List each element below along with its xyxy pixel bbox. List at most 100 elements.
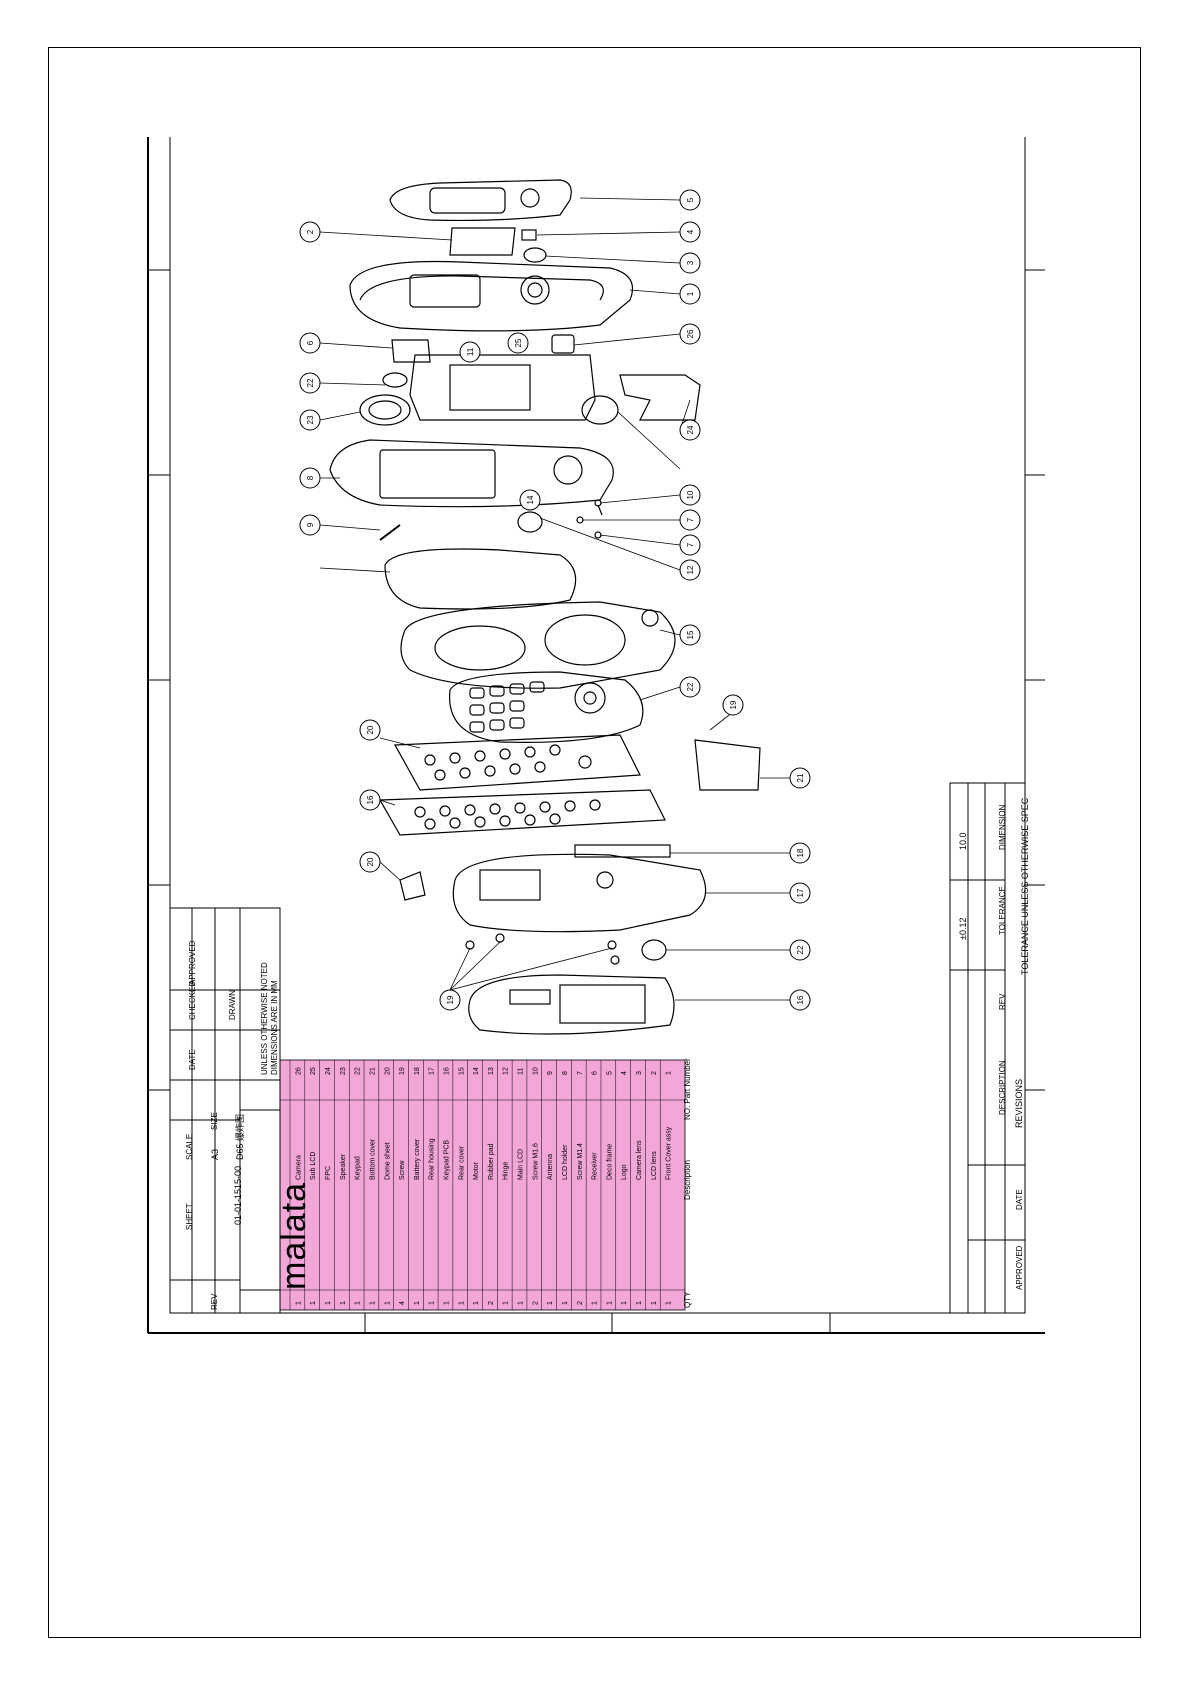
part-screw-10 [597,504,603,516]
part-dome-sheet [394,734,641,791]
part-bottom-cover [694,739,761,791]
callout-label: 5 [686,197,695,202]
company-logo: malata [275,1181,313,1290]
callout-label: 22 [686,682,695,691]
part-camera [551,334,575,354]
bom-row-no: 15 [458,1067,465,1075]
callout-18: 18 [789,842,811,864]
callout-label: 8 [306,475,315,480]
callout-2: 2 [299,221,321,243]
callout-1: 1 [679,283,701,305]
bom-title: NO. Part Number [683,1058,692,1120]
callout-label: 15 [686,630,695,639]
bom-row-desc: Dome sheet [384,1142,391,1180]
part-deco-window [429,187,506,214]
drawing-number: 01-01-1515-00 [233,1165,243,1225]
callout-19: 19 [722,694,744,716]
bom-row-desc: Rear cover [458,1145,465,1180]
callout-label: 17 [796,888,805,897]
part-receiver [391,339,431,363]
bom-row-desc: Motor [473,1161,480,1180]
callout-label: 12 [686,565,695,574]
bom-row-qty: 1 [325,1301,332,1305]
callout-15: 15 [679,624,701,646]
tolerance-dim-value: 10.0 [958,832,968,850]
callout-label: 19 [729,700,738,709]
callout-19: 19 [439,989,461,1011]
tolerance-header-dim: DIMENSION [998,804,1007,850]
bom-row-desc: Sub LCD [310,1152,317,1180]
callout-label: 25 [514,338,523,347]
bom-row-desc: FPC [325,1166,332,1180]
callout-11: 11 [459,341,481,363]
bom-row-qty: 1 [636,1301,643,1305]
callout-14: 14 [519,489,541,511]
bom-row-desc: Rubber pad [488,1143,495,1180]
part-buzzer [641,939,667,961]
bom-row-qty: 1 [651,1301,658,1305]
bom-row-no: 13 [488,1067,495,1075]
unless-noted-2: UNLESS OTHERWISE NOTED [260,962,269,1075]
revisions-title: REVISIONS [1014,1078,1024,1128]
bom-row-no: 19 [399,1067,406,1075]
approved-label: APPROVED [188,940,197,985]
bom-row-no: 8 [562,1071,569,1075]
bom-row-desc: Camera lens [636,1140,643,1180]
callout-label: 14 [526,495,535,504]
part-screws [465,933,620,965]
part-camera-lens [523,247,547,263]
bom-row-desc: LCD holder [562,1144,569,1180]
bom-row-qty: 2 [532,1301,539,1305]
bom-row-no: 20 [384,1067,391,1075]
checked-label: CHECKED [188,980,197,1020]
bom-row-desc: Camera [295,1155,302,1180]
bom-row-qty: 1 [503,1301,510,1305]
bom-row-qty: 1 [355,1301,362,1305]
bom-row-desc: Hinge [503,1162,510,1180]
date-label: DATE [188,1049,197,1070]
bom-row-desc: Screw M1.4 [577,1143,584,1180]
callout-label: 20 [366,725,375,734]
rev-header-desc: DESCRIPTION [998,1060,1007,1115]
callout-label: 9 [306,522,315,527]
bom-row-no: 10 [532,1067,539,1075]
bom-row-desc: Screw [399,1160,406,1180]
part-motor-cyl [581,395,619,425]
sheet-label: SHEET [185,1203,194,1230]
bom-row-qty: 1 [562,1301,569,1305]
bom-desc-header: Description [683,1159,692,1200]
bom-row-desc: Speaker [340,1153,347,1180]
callout-7: 7 [679,534,701,556]
bom-row-no: 3 [636,1071,643,1075]
bom-row-desc: Antenna [547,1154,554,1180]
bom-row-desc: Deco frame [606,1144,613,1180]
part-speaker-ring [359,394,411,426]
part-rear-cover [400,601,676,689]
part-hinge [384,548,577,610]
callout-21: 21 [789,767,811,789]
callout-7: 7 [679,509,701,531]
leader-lines [319,197,790,1001]
callout-label: 20 [366,857,375,866]
callout-label: 21 [796,773,805,782]
callout-9: 9 [299,514,321,536]
bom-row-no: 4 [621,1071,628,1075]
callout-label: 6 [306,340,315,345]
callout-25: 25 [507,332,529,354]
bom-row-qty: 1 [606,1301,613,1305]
callout-20: 20 [359,719,381,741]
bom-row-qty: 1 [295,1301,302,1305]
bom-row-desc: Keypad PCB [443,1140,450,1180]
